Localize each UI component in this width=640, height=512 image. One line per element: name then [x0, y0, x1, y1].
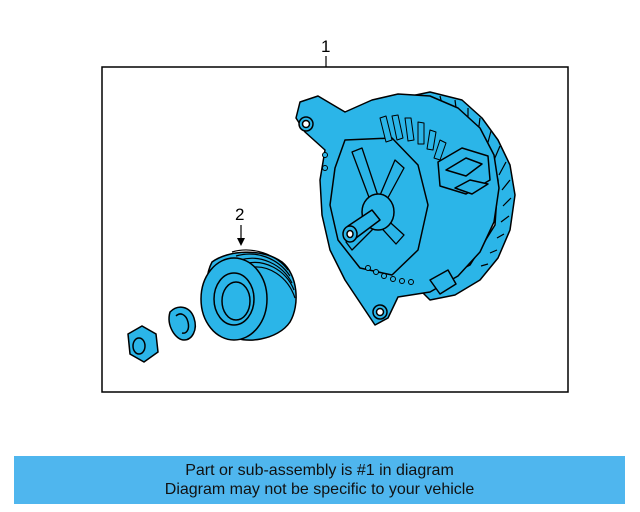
callout-2-label[interactable]: 2 [235, 205, 244, 224]
pulley[interactable] [200, 249, 297, 341]
callout-2-arrowhead [237, 238, 245, 246]
small-holes [322, 152, 414, 285]
banner-line-2: Diagram may not be specific to your vehi… [164, 481, 475, 498]
parts-diagram: 1 2 [101, 37, 569, 393]
diagram-frame [101, 66, 569, 393]
washer-body [168, 306, 196, 341]
hex-nut[interactable] [127, 325, 159, 363]
lower-bracket [429, 269, 457, 295]
alternator-assembly[interactable] [295, 91, 516, 326]
info-banner: Part or sub-assembly is #1 in diagram Di… [14, 456, 625, 504]
callout-1-label[interactable]: 1 [321, 37, 330, 56]
washer[interactable] [168, 306, 196, 341]
banner-line-1: Part or sub-assembly is #1 in diagram [185, 462, 454, 479]
hex-nut-hole [132, 337, 146, 355]
